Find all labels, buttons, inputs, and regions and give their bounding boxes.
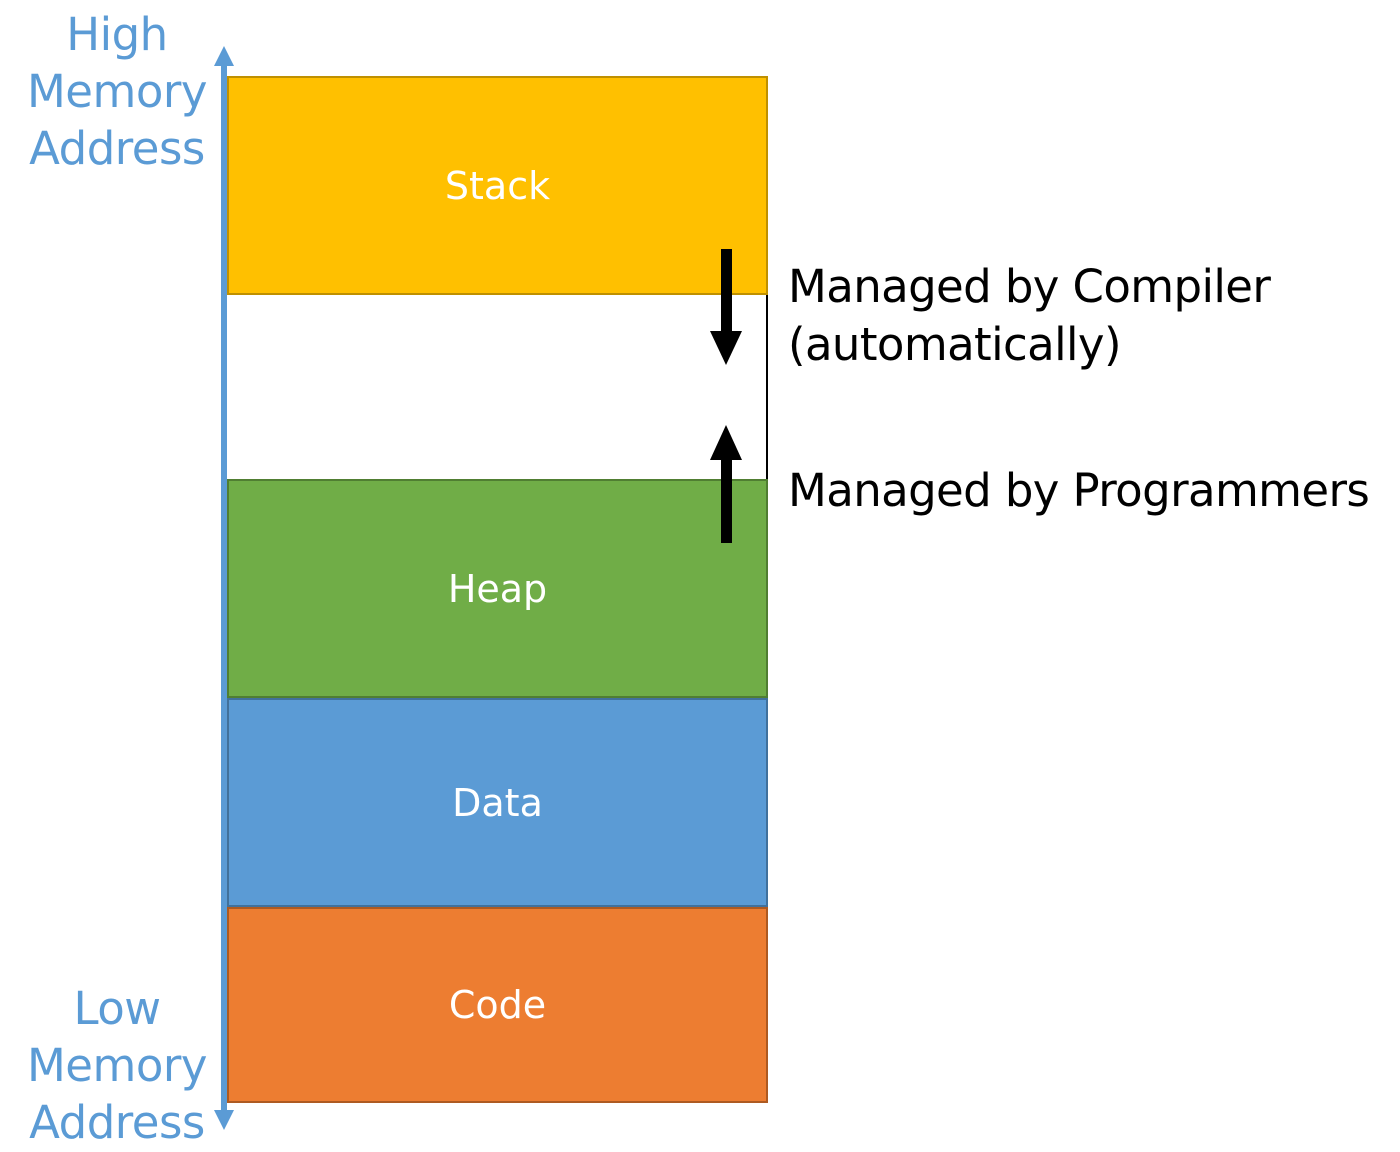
- low-label-line-1: Low: [73, 982, 161, 1035]
- programmers-managed-note: Managed by Programmers: [788, 462, 1370, 520]
- compiler-note-line-2: (automatically): [788, 318, 1122, 371]
- code-segment: Code: [227, 907, 768, 1103]
- high-memory-address-label: High Memory Address: [6, 6, 228, 177]
- code-label: Code: [448, 983, 547, 1027]
- compiler-managed-note: Managed by Compiler (automatically): [788, 258, 1271, 374]
- programmers-note-text: Managed by Programmers: [788, 464, 1370, 517]
- heap-segment: Heap: [227, 479, 768, 698]
- compiler-note-line-1: Managed by Compiler: [788, 260, 1271, 313]
- stack-label: Stack: [444, 163, 551, 208]
- low-memory-address-label: Low Memory Address: [6, 980, 228, 1151]
- high-label-line-1: High: [66, 8, 168, 61]
- low-label-line-3: Address: [29, 1096, 205, 1149]
- high-label-line-2: Memory: [26, 65, 208, 118]
- free-space-segment: [227, 295, 768, 479]
- up-arrow-icon: [710, 425, 742, 543]
- low-label-line-2: Memory: [26, 1039, 208, 1092]
- data-label: Data: [452, 780, 543, 825]
- down-arrow-icon: [710, 249, 742, 365]
- address-axis-arrow-icon: [214, 46, 234, 1130]
- heap-label: Heap: [447, 566, 548, 611]
- stack-segment: Stack: [227, 76, 768, 295]
- data-segment: Data: [227, 698, 768, 907]
- high-label-line-3: Address: [29, 122, 205, 175]
